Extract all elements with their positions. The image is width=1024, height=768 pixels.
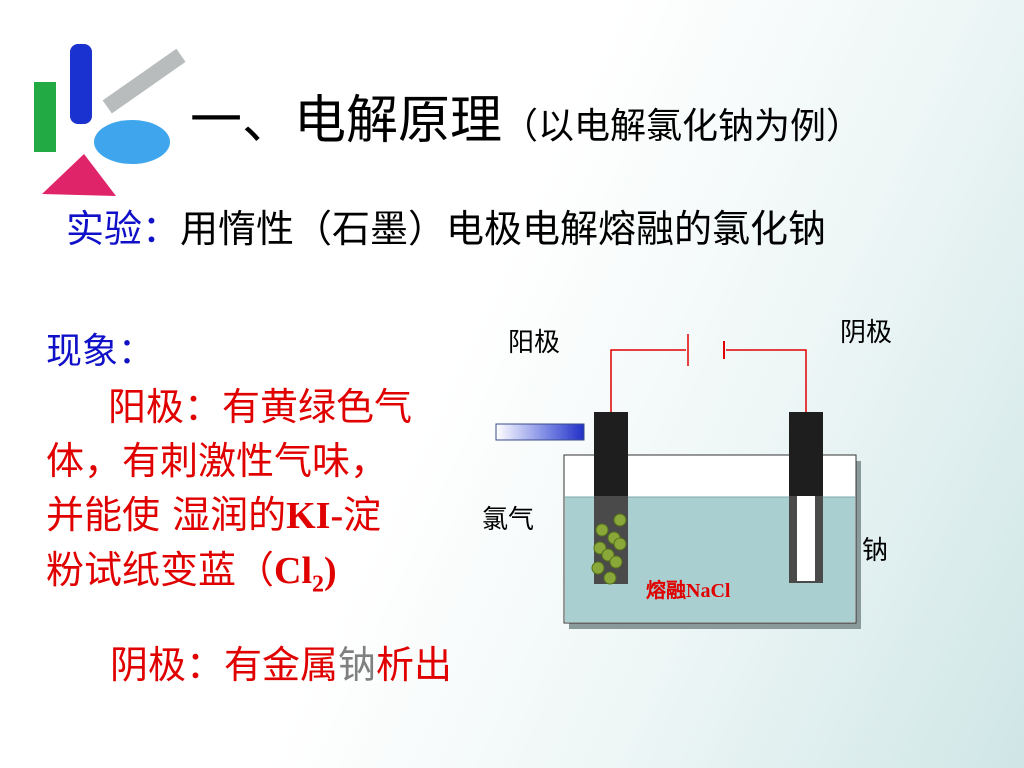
cathode-wire: [726, 349, 807, 412]
anode-line-4a: 粉试纸变蓝（: [46, 548, 275, 592]
anode-line-3c: 淀: [343, 493, 382, 537]
logo-blue-bar: [70, 44, 92, 124]
sodium-label: 钠: [862, 536, 889, 566]
anode-electrode: [594, 412, 628, 496]
anode-line-1: 阳极：有黄绿色气: [108, 385, 413, 429]
chlorine-label: 氯气: [482, 505, 535, 535]
cathode-text-sodium: 钠: [338, 643, 377, 687]
logo-cyan-ellipse: [94, 120, 170, 164]
cathode-text-a: 阴极：有金属: [110, 643, 339, 687]
cathode-electrode-submerged-left: [789, 496, 797, 582]
electrolyte-label: 熔融NaCl: [646, 580, 731, 602]
cathode-label: 阴极: [840, 318, 893, 348]
anode-line-4: 粉试纸变蓝（Cl2): [46, 543, 486, 612]
title-subtitle: （以电解氯化钠为例）: [502, 106, 863, 147]
experiment-text: 用惰性（石墨）电极电解熔融的氯化钠: [180, 207, 827, 251]
experiment-line: 实验：用惰性（石墨）电极电解熔融的氯化钠: [66, 198, 826, 253]
title-main: 一、电解原理: [190, 91, 503, 151]
anode-line-4d: ): [324, 550, 337, 592]
anode-wire: [610, 349, 686, 412]
logo-shadow-bar: [102, 48, 186, 114]
cl-text: Cl: [274, 550, 313, 592]
phenomenon-label: 现象：: [46, 331, 155, 372]
cl-subscript: 2: [312, 571, 325, 598]
logo-green-bar: [34, 82, 56, 152]
cathode-text-c: 析出: [376, 643, 453, 687]
logo-pink-triangle: [42, 154, 116, 196]
sodium-deposit: [797, 496, 815, 582]
bubble: [609, 555, 623, 569]
cathode-observation: 阴极：有金属钠析出: [110, 634, 452, 689]
chlorine-bubbles: [591, 513, 627, 585]
cathode-electrode-submerged-right: [815, 496, 823, 582]
anode-line-3: 并能使 湿润的KI-淀: [46, 488, 486, 543]
bubble: [603, 571, 617, 585]
cathode-electrode: [789, 412, 823, 496]
test-tube: [495, 423, 585, 441]
anode-line-3a: 并能使 湿润的: [46, 493, 287, 537]
anode-label: 阳极: [508, 328, 561, 358]
bubble: [595, 523, 609, 537]
bubble: [591, 561, 605, 575]
bubble: [613, 513, 627, 527]
anode-observation: 阳极：有黄绿色气 体，有刺激性气味， 并能使 湿润的KI-淀 粉试纸变蓝（Cl2…: [46, 380, 486, 612]
ki-text: KI-: [286, 495, 344, 537]
anode-line-2: 体，有刺激性气味，: [46, 439, 389, 483]
experiment-label: 实验：: [66, 207, 181, 251]
page-title: 一、电解原理（以电解氯化钠为例）: [190, 78, 862, 153]
bubble: [613, 537, 627, 551]
logo-decoration: [34, 44, 186, 196]
